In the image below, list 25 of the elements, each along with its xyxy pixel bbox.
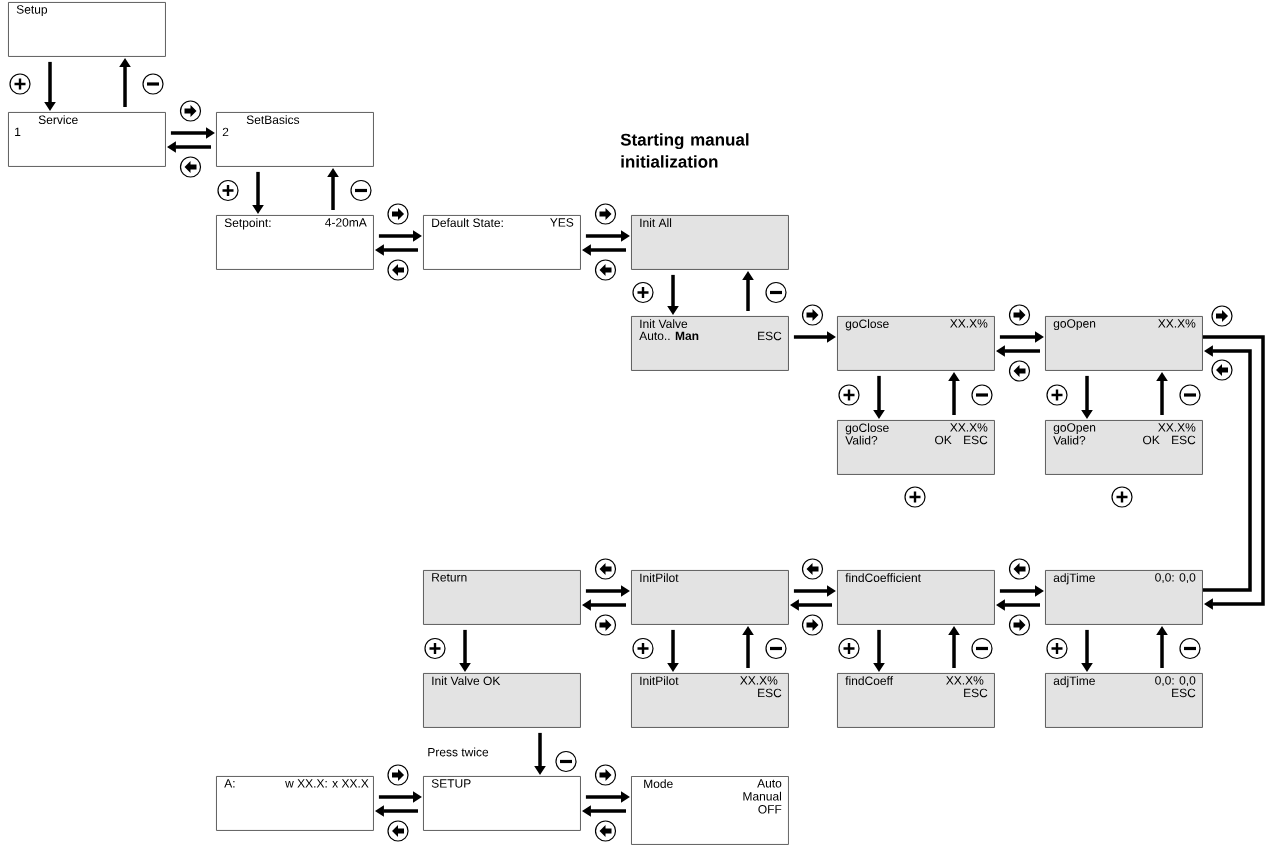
display-box: Default State: YES xyxy=(423,215,581,270)
display-box: findCoefficient xyxy=(837,570,995,625)
display-box: Return xyxy=(423,570,581,625)
display-box: Setup xyxy=(8,2,166,57)
display-box: adjTime 0,0: 0,0 ESC xyxy=(1045,673,1203,728)
display-box: adjTime 0,0: 0,0 xyxy=(1045,570,1203,625)
display-box: InitPilot xyxy=(631,570,789,625)
display-box: Mode Auto Manual OFF xyxy=(631,776,789,845)
display-box: findCoeff XX.X% ESC xyxy=(837,673,995,728)
display-box: goOpen XX.X% xyxy=(1045,316,1203,371)
display-box: Service 1 xyxy=(8,112,166,167)
display-box: Init Valve OK xyxy=(423,673,581,728)
display-box: Init All xyxy=(631,215,789,270)
display-box: A: w XX.X: x XX.X xyxy=(216,776,374,831)
display-box: SETUP xyxy=(423,776,581,831)
heading: Starting manual initialization xyxy=(620,133,749,168)
display-box: Init Valve Auto.. Man ESC xyxy=(631,316,789,371)
arrow xyxy=(1202,335,1265,610)
display-box: goClose XX.X% xyxy=(837,316,995,371)
display-box: InitPilot XX.X% ESC xyxy=(631,673,789,728)
edge-label: Press twice xyxy=(426,746,490,758)
display-box: SetBasics 2 xyxy=(216,112,374,167)
display-box: goClose XX.X% Valid? OK ESC xyxy=(837,420,995,475)
display-box: goOpen XX.X% Valid? OK ESC xyxy=(1045,420,1203,475)
display-box: Setpoint: 4-20mA xyxy=(216,215,374,270)
